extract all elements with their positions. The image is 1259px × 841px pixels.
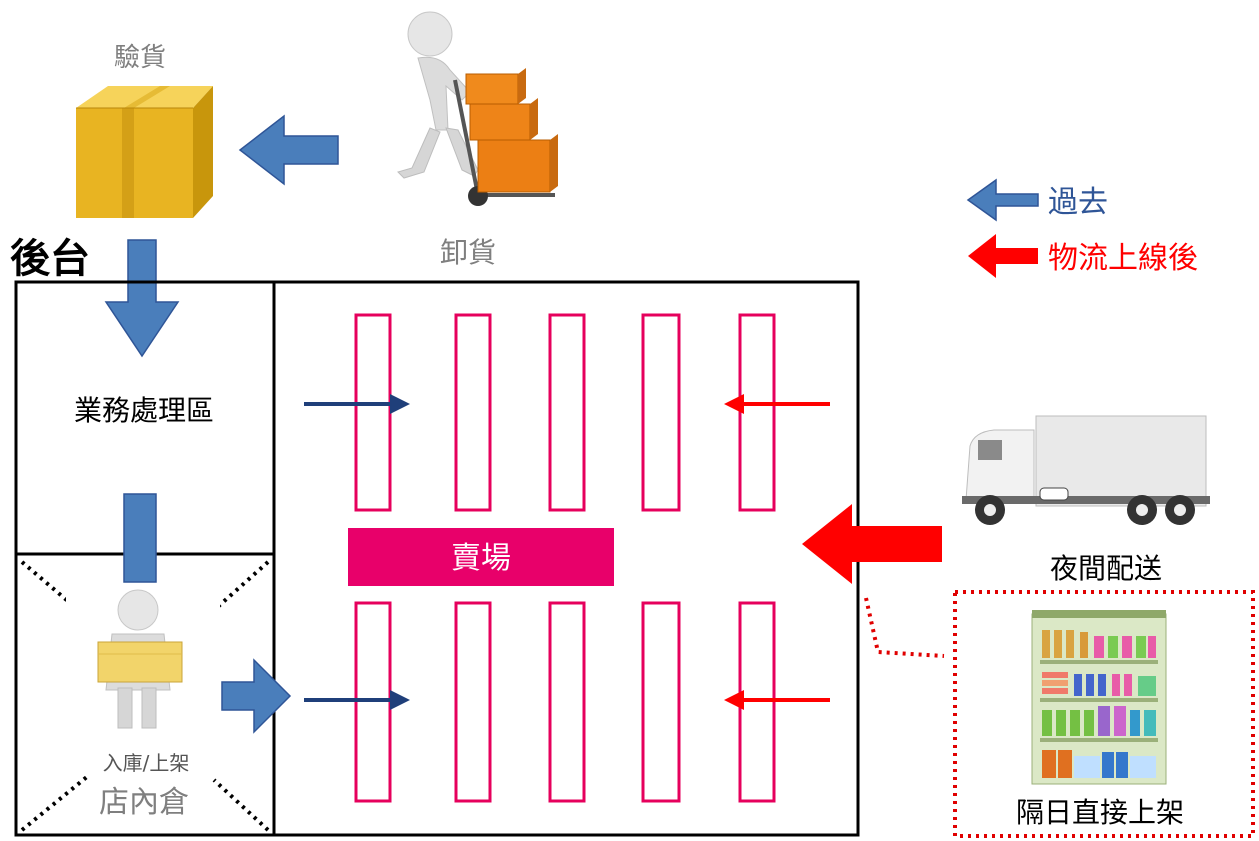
legend-after-label: 物流上線後 — [1048, 241, 1198, 276]
shelf — [454, 601, 492, 803]
shelf — [641, 313, 681, 512]
past-thin-arrows — [304, 394, 410, 710]
after-arrow-to-sales-floor — [802, 504, 942, 584]
after-thin-arrows — [724, 394, 830, 710]
past-connector-bar — [123, 493, 157, 583]
worker-with-hand-truck-icon — [355, 8, 583, 224]
past-arrow-to-office — [104, 239, 180, 358]
legend-past-arrow — [966, 178, 1039, 222]
store-shelf-icon — [1031, 610, 1167, 785]
legend-past-label: 過去 — [1048, 185, 1108, 220]
storeroom-label: 店內倉 — [99, 785, 189, 820]
backstage-label: 後台 — [10, 236, 90, 282]
sales-floor-label: 賣場 — [451, 541, 511, 576]
unloading-label: 卸貨 — [440, 236, 496, 269]
past-arrow-to-sales-floor — [221, 658, 292, 734]
shelf — [641, 601, 681, 803]
next-day-shelving-frame — [953, 590, 1255, 838]
legend-after-arrow — [968, 234, 1038, 278]
night-delivery-label: 夜間配送 — [1050, 552, 1162, 585]
stocking-label: 入庫/上架 — [103, 751, 190, 775]
after-dotted-connector — [864, 597, 945, 658]
shelf — [738, 313, 776, 512]
sales-floor-bar — [348, 528, 614, 586]
legend: 過去 物流上線後 — [966, 178, 1198, 278]
shelf — [354, 313, 392, 512]
inspection-label: 驗貨 — [114, 43, 166, 73]
shelves-upper-row — [354, 313, 776, 512]
past-arrow-to-inspection — [238, 114, 339, 186]
cardboard-box-icon — [76, 86, 213, 218]
shelf — [454, 313, 492, 512]
shelf — [548, 313, 586, 512]
office-label: 業務處理區 — [74, 394, 214, 427]
next-day-shelving-label: 隔日直接上架 — [1016, 796, 1184, 829]
worker-carrying-box-icon — [66, 584, 220, 744]
delivery-truck-icon — [962, 415, 1210, 525]
shelf — [548, 601, 586, 803]
shelves-lower-row — [354, 601, 776, 803]
